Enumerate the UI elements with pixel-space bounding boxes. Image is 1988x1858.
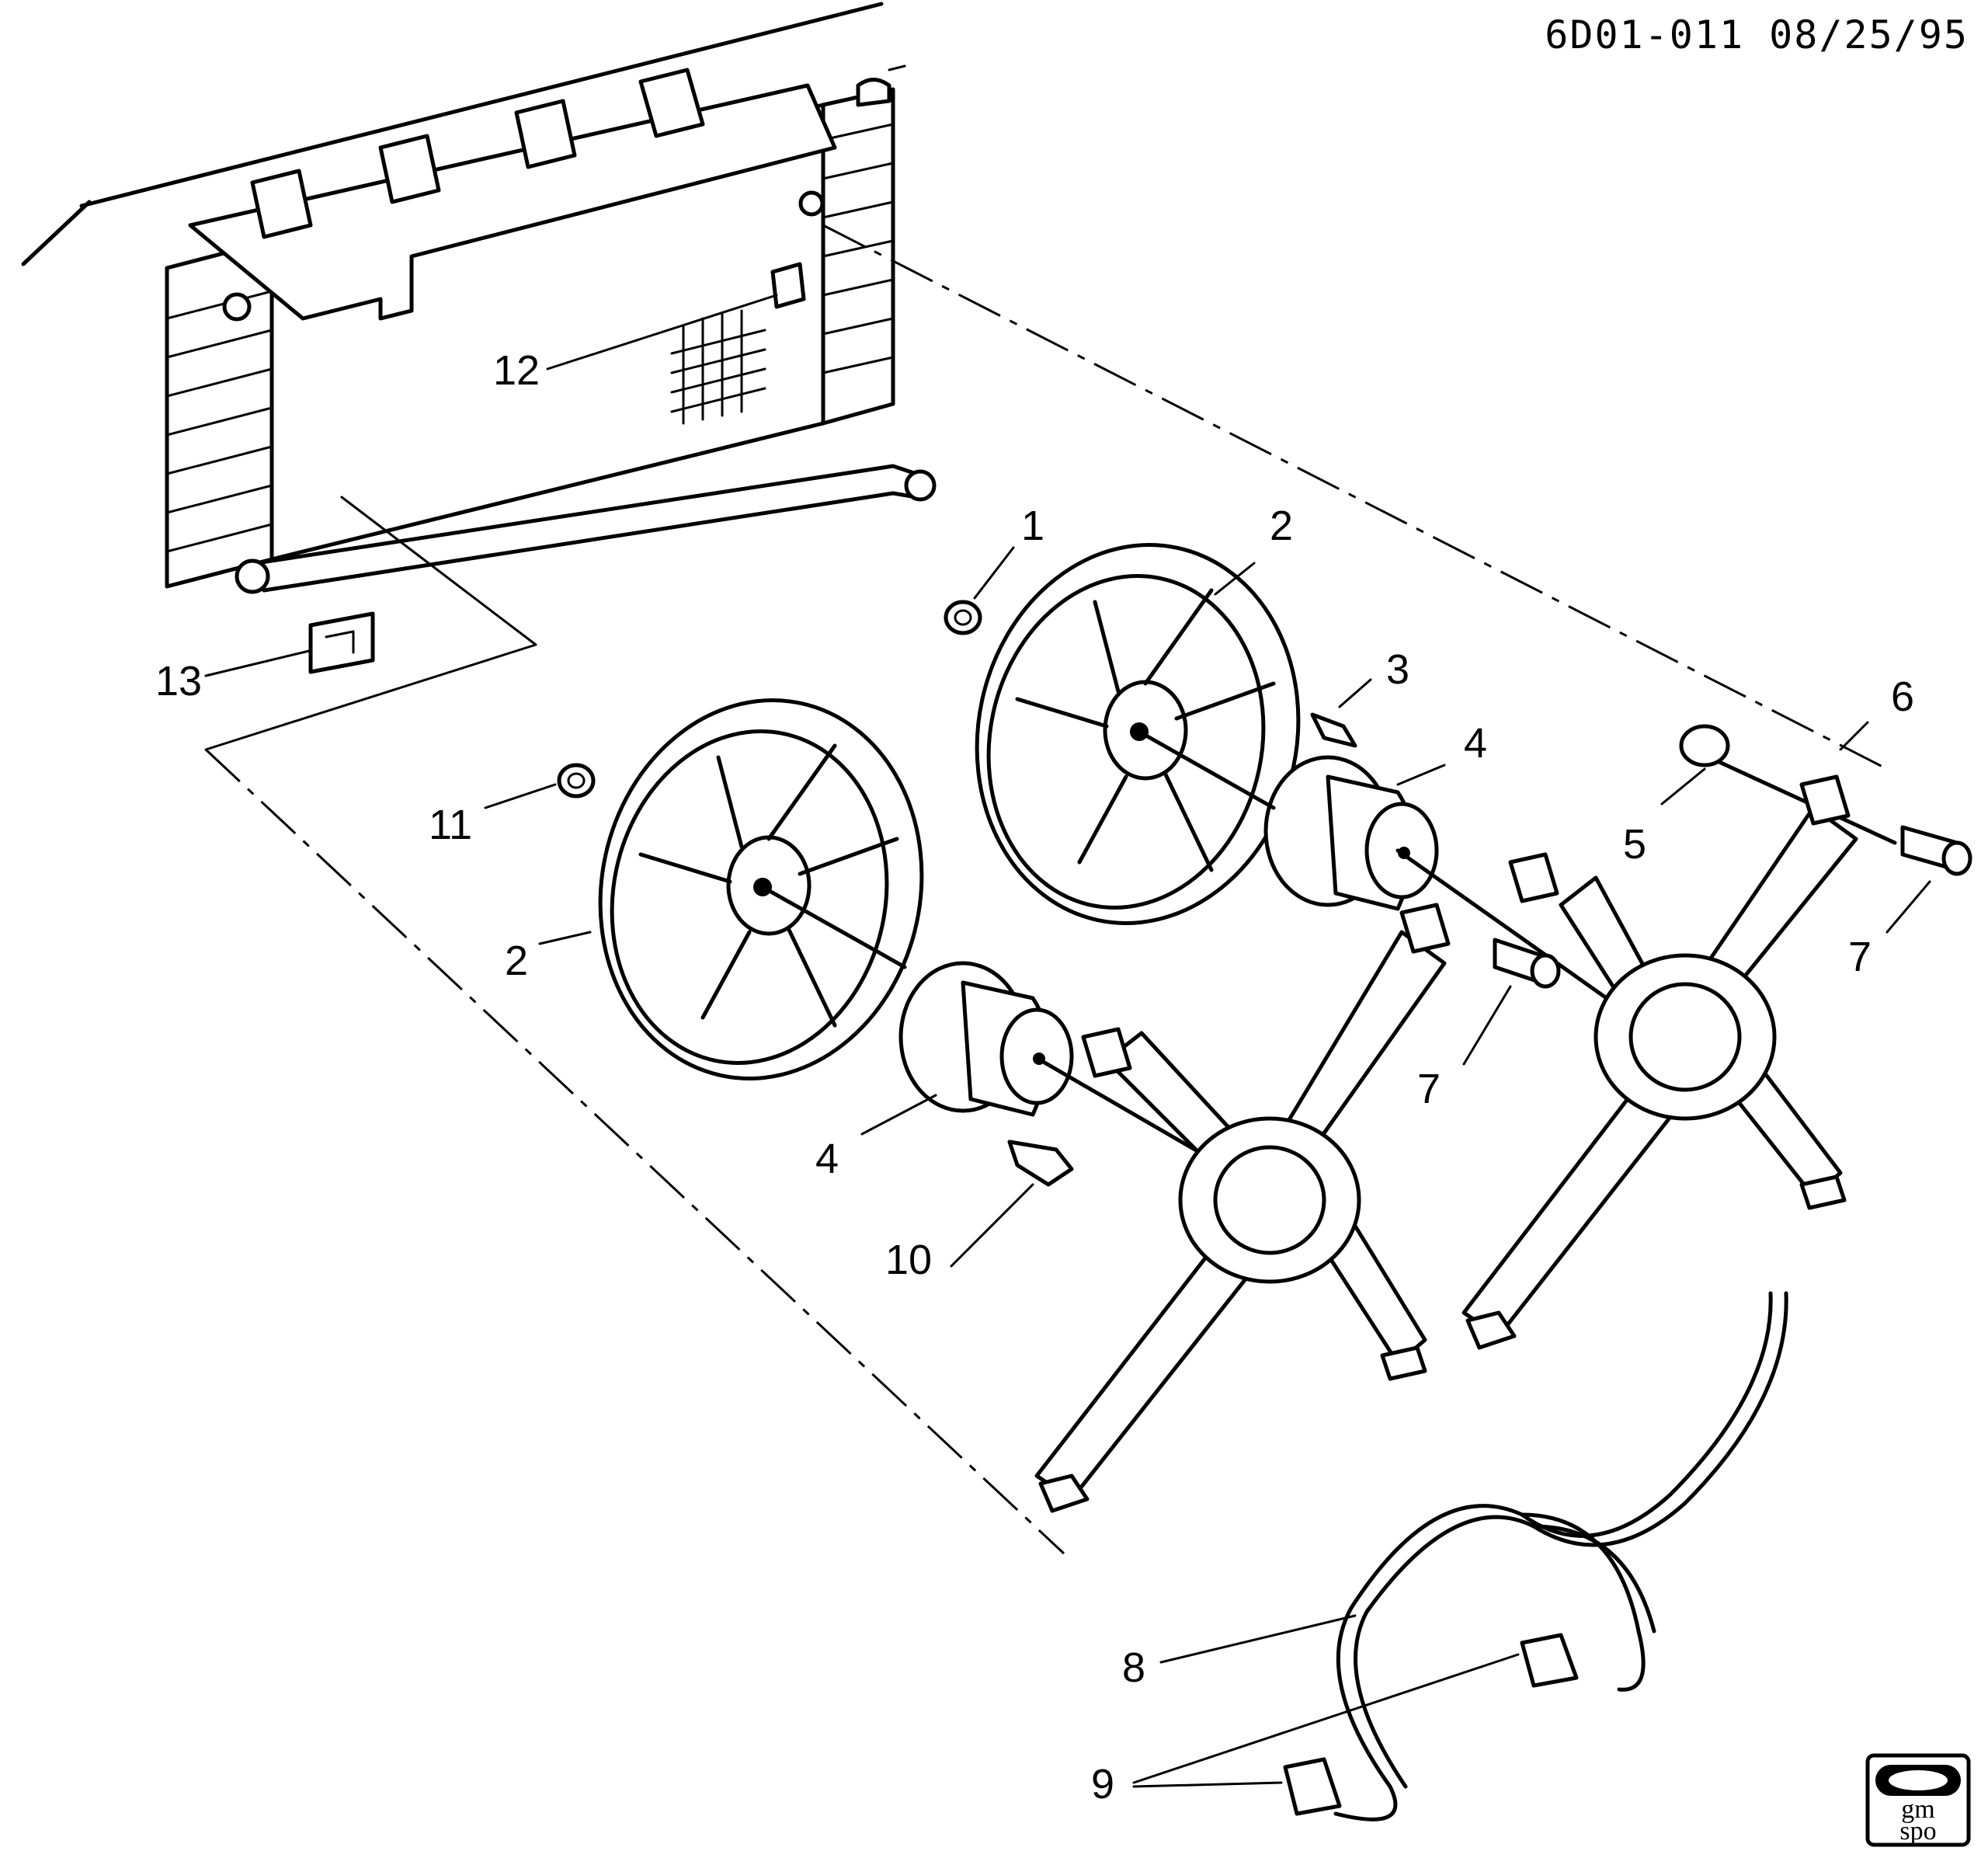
small-parts [557,600,1972,1187]
bolt-line [1698,751,1897,845]
callout-6: 6 [1891,673,1914,720]
callout-10: 10 [885,1237,932,1283]
body-outline [21,2,906,266]
upper-fan [975,543,1301,925]
left-shroud [1034,903,1451,1513]
gm-spo-logo: gm spo [1865,1753,1971,1847]
callout-4-lower: 4 [815,1136,839,1182]
callout-7-right: 7 [1848,934,1872,980]
callout-9: 9 [1091,1761,1114,1808]
drawing-code: 6D01-011 08/25/95 [1545,12,1969,57]
lower-motor [898,961,1074,1117]
right-shroud [1461,774,1858,1350]
callout-leaders [204,294,1931,1788]
assembly-lines [204,224,1888,1555]
callout-2-upper: 2 [1270,503,1293,549]
callout-11: 11 [429,802,472,848]
motor-to-shroud-upper [1395,848,1625,1012]
wiring-harness [1283,1291,1788,1821]
radiator [165,68,937,594]
logo-line-1: gm [1901,1795,1934,1824]
callout-5: 5 [1623,821,1646,868]
lower-shaft-line [760,885,907,969]
lower-fan [598,698,924,1080]
radiator-right-fins [822,123,895,374]
logo-line-2: spo [1899,1817,1936,1846]
callout-12: 12 [493,347,540,394]
callout-4-upper: 4 [1464,720,1487,767]
callout-13: 13 [155,658,202,705]
upper-shaft-line [1137,729,1276,810]
upper-motor [1263,755,1439,911]
callout-7-middle: 7 [1417,1066,1441,1112]
part-13-clip [308,611,375,674]
callout-8: 8 [1122,1644,1145,1691]
callout-3: 3 [1386,646,1409,693]
radiator-left-fins [165,290,273,553]
radiator-top-tabs [250,68,705,239]
callout-1: 1 [1021,503,1044,549]
clip-12-shape [770,262,806,309]
callout-2-lower: 2 [505,938,528,984]
radiator-core-hatching [670,309,766,425]
detail-frame [204,496,537,751]
callout-labels: 1 2 3 4 6 5 7 11 2 7 4 10 12 13 8 9 [155,347,1914,1808]
